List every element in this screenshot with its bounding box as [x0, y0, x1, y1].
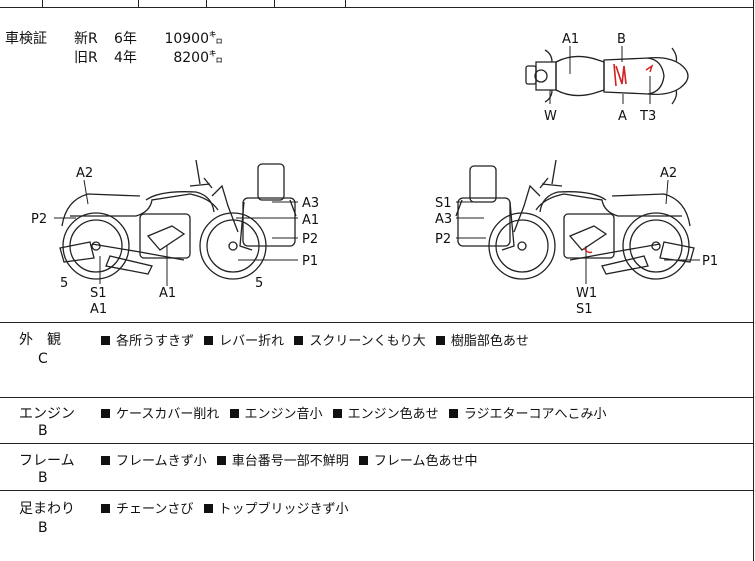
leader-lines: [54, 46, 700, 286]
damage-mark-top: [613, 63, 627, 87]
section-label: 外 観: [19, 332, 61, 348]
section-grade: B: [38, 423, 48, 439]
label-right-s1-bottom: S1: [576, 302, 593, 317]
left-view-drawing: [59, 159, 297, 280]
inspection-new-row: 新R 6年 10900㌔: [74, 30, 223, 49]
label-left-s1: S1: [90, 286, 107, 301]
table-header-strip: [0, 0, 754, 8]
section-engine: エンジン B ケースカバー削れ エンジン音小 エンジン色あせ ラジエターコアへこ…: [0, 397, 754, 443]
section-grade: C: [38, 351, 48, 367]
label-top-a1: A1: [562, 32, 579, 47]
bullet-square-icon: [101, 409, 110, 418]
note-item: 車台番号一部不鮮明: [216, 454, 349, 469]
bullet-square-icon: [229, 409, 239, 418]
bullet-square-icon: [203, 504, 213, 513]
label-right-p2: P2: [435, 232, 451, 247]
label-left-a3: A3: [302, 196, 319, 211]
bullet-square-icon: [358, 456, 368, 465]
section-notes: ケースカバー削れ エンジン音小 エンジン色あせ ラジエターコアへこみ小: [101, 403, 613, 422]
label-right-a2: A2: [660, 166, 677, 181]
section-label: 足まわり: [19, 501, 75, 517]
label-left-a2: A2: [76, 166, 93, 181]
label-left-p1: P1: [302, 254, 318, 269]
note-item: トップブリッジきず小: [203, 502, 349, 517]
section-grade: B: [38, 520, 48, 536]
section-notes: チェーンさび トップブリッジきず小: [101, 498, 355, 517]
motorcycle-diagram: A1 B W A T3 A2 P2 A3 A1 P2 P1 5 S1 A1 A1…: [31, 32, 718, 317]
note-item: ケースカバー削れ: [101, 407, 219, 422]
bullet-square-icon: [204, 336, 214, 345]
bullet-square-icon: [216, 456, 226, 465]
note-item: エンジン色あせ: [332, 407, 439, 422]
old-prefix: 旧R: [74, 50, 98, 66]
label-right-a3: A3: [435, 212, 452, 227]
section-notes: 各所うすきず レバー折れ スクリーンくもり大 樹脂部色あせ: [101, 330, 535, 349]
inspection-label: 車検証: [5, 31, 47, 47]
label-right-p1: P1: [702, 254, 718, 269]
note-item: 各所うすきず: [101, 334, 194, 349]
bullet-square-icon: [101, 504, 110, 513]
note-item: 樹脂部色あせ: [435, 334, 529, 349]
new-years: 6年: [114, 31, 137, 47]
label-left-5-rear: 5: [60, 276, 68, 291]
section-frame: フレーム B フレームきず小 車台番号一部不鮮明 フレーム色あせ中: [0, 443, 754, 490]
label-top-t3: T3: [639, 109, 656, 124]
label-right-s1: S1: [435, 196, 452, 211]
note-item: フレーム色あせ中: [358, 454, 478, 469]
new-amount: 10900㌔: [164, 31, 223, 47]
bullet-square-icon: [294, 336, 304, 345]
section-exterior: 外 観 C 各所うすきず レバー折れ スクリーンくもり大 樹脂部色あせ: [0, 322, 754, 397]
top-view-drawing: [525, 47, 689, 105]
label-top-b: B: [617, 32, 626, 47]
label-left-5-front: 5: [255, 276, 263, 291]
label-left-a1-right: A1: [302, 213, 319, 228]
section-label: フレーム: [19, 453, 75, 469]
section-label: エンジン: [19, 406, 75, 422]
note-item: フレームきず小: [101, 454, 207, 469]
label-right-w1: W1: [576, 286, 597, 301]
note-item: レバー折れ: [204, 334, 284, 349]
old-years: 4年: [114, 50, 137, 66]
bullet-square-icon: [435, 336, 445, 345]
note-item: エンジン音小: [229, 407, 323, 422]
section-notes: フレームきず小 車台番号一部不鮮明 フレーム色あせ中: [101, 450, 484, 469]
section-suspension: 足まわり B チェーンさび トップブリッジきず小: [0, 490, 754, 561]
label-left-a1-engine: A1: [159, 286, 176, 301]
note-item: ラジエターコアへこみ小: [448, 407, 607, 422]
note-item: スクリーンくもり大: [294, 334, 426, 349]
old-amount: 8200㌔: [173, 50, 223, 66]
bullet-square-icon: [448, 409, 458, 418]
bullet-square-icon: [101, 456, 110, 465]
label-left-p2: P2: [302, 232, 318, 247]
label-top-w: W: [544, 109, 557, 124]
label-top-a: A: [618, 109, 627, 124]
label-left-p2-rear: P2: [31, 212, 47, 227]
label-left-a1-bottom: A1: [90, 302, 107, 317]
note-item: チェーンさび: [101, 502, 193, 517]
section-grade: B: [38, 470, 48, 486]
damage-mark-tank: [645, 64, 654, 73]
bullet-square-icon: [332, 409, 342, 418]
right-view-drawing: [455, 159, 695, 280]
bullet-square-icon: [101, 336, 110, 345]
damage-mark-engine: [583, 247, 593, 254]
new-prefix: 新R: [74, 31, 98, 47]
inspection-old-row: 旧R 4年 8200㌔: [74, 49, 223, 68]
